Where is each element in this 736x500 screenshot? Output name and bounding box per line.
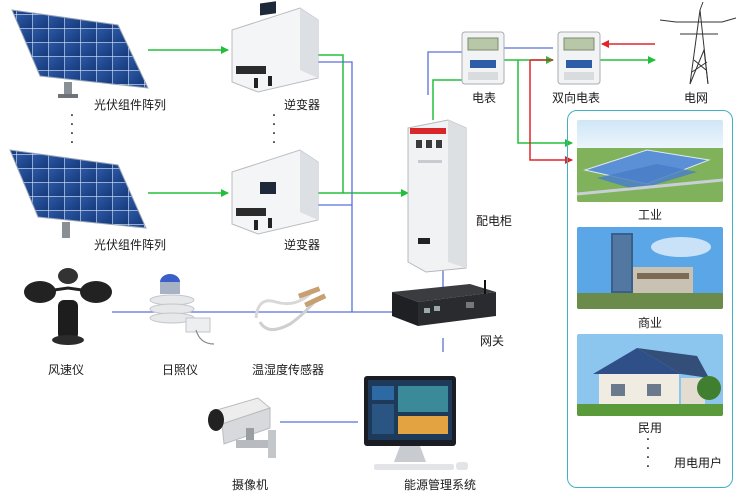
ellipsis-dots: ····	[271, 108, 277, 151]
inverter-icon	[231, 149, 319, 235]
pyranometer-label: 日照仪	[161, 363, 199, 377]
cabinet-to-meter-line	[432, 79, 462, 120]
bimeter-to-users-red-line	[529, 60, 572, 160]
anemometer-icon	[24, 268, 112, 345]
users-label: 用电用户	[674, 456, 723, 470]
anemometer-label: 风速仪	[47, 363, 85, 377]
meter-comm-line	[427, 51, 462, 95]
camera-icon	[208, 397, 276, 458]
gateway-icon	[392, 280, 496, 326]
solar-panel-icon	[9, 149, 147, 238]
inverter1-comm-line	[318, 61, 353, 312]
commercial-photo	[577, 227, 723, 309]
industrial-photo	[577, 120, 723, 202]
sensor-label: 温湿度传感器	[251, 363, 325, 377]
sensor-icon	[254, 286, 327, 331]
ellipsis-dots: ····	[69, 108, 75, 151]
gateway-label: 网关	[480, 334, 505, 348]
inverter1-to-cabinet-line	[318, 54, 344, 193]
meter-label: 电表	[472, 91, 497, 105]
electric-meter-icon	[461, 31, 505, 85]
cabinet-icon	[407, 119, 467, 273]
solar-panel-icon	[11, 9, 149, 98]
pv-array-label-1: 光伏组件阵列	[94, 98, 167, 112]
inverter-label-1: 逆变器	[284, 98, 321, 112]
pv-array-label-2: 光伏组件阵列	[94, 238, 167, 252]
camera-label: 摄像机	[231, 478, 269, 492]
inverter-label-2: 逆变器	[284, 238, 321, 252]
transmission-tower-icon	[659, 1, 736, 85]
cabinet-label: 配电柜	[476, 214, 513, 228]
residential-photo	[577, 334, 723, 416]
meter-to-users-green-line	[517, 60, 573, 147]
electric-meter-icon	[557, 31, 601, 85]
monitor-icon	[364, 376, 468, 470]
commercial-label: 商业	[637, 316, 663, 330]
industrial-label: 工业	[637, 208, 663, 222]
users-panel	[567, 110, 733, 488]
bidirectional-meter-label: 双向电表	[552, 91, 601, 105]
residential-label: 民用	[637, 421, 663, 435]
ellipsis-dots: ····	[645, 432, 651, 475]
energy-system-label: 能源管理系统	[403, 478, 477, 492]
inverter-icon	[231, 1, 319, 93]
grid-label: 电网	[684, 91, 709, 105]
pyranometer-icon	[149, 274, 215, 345]
